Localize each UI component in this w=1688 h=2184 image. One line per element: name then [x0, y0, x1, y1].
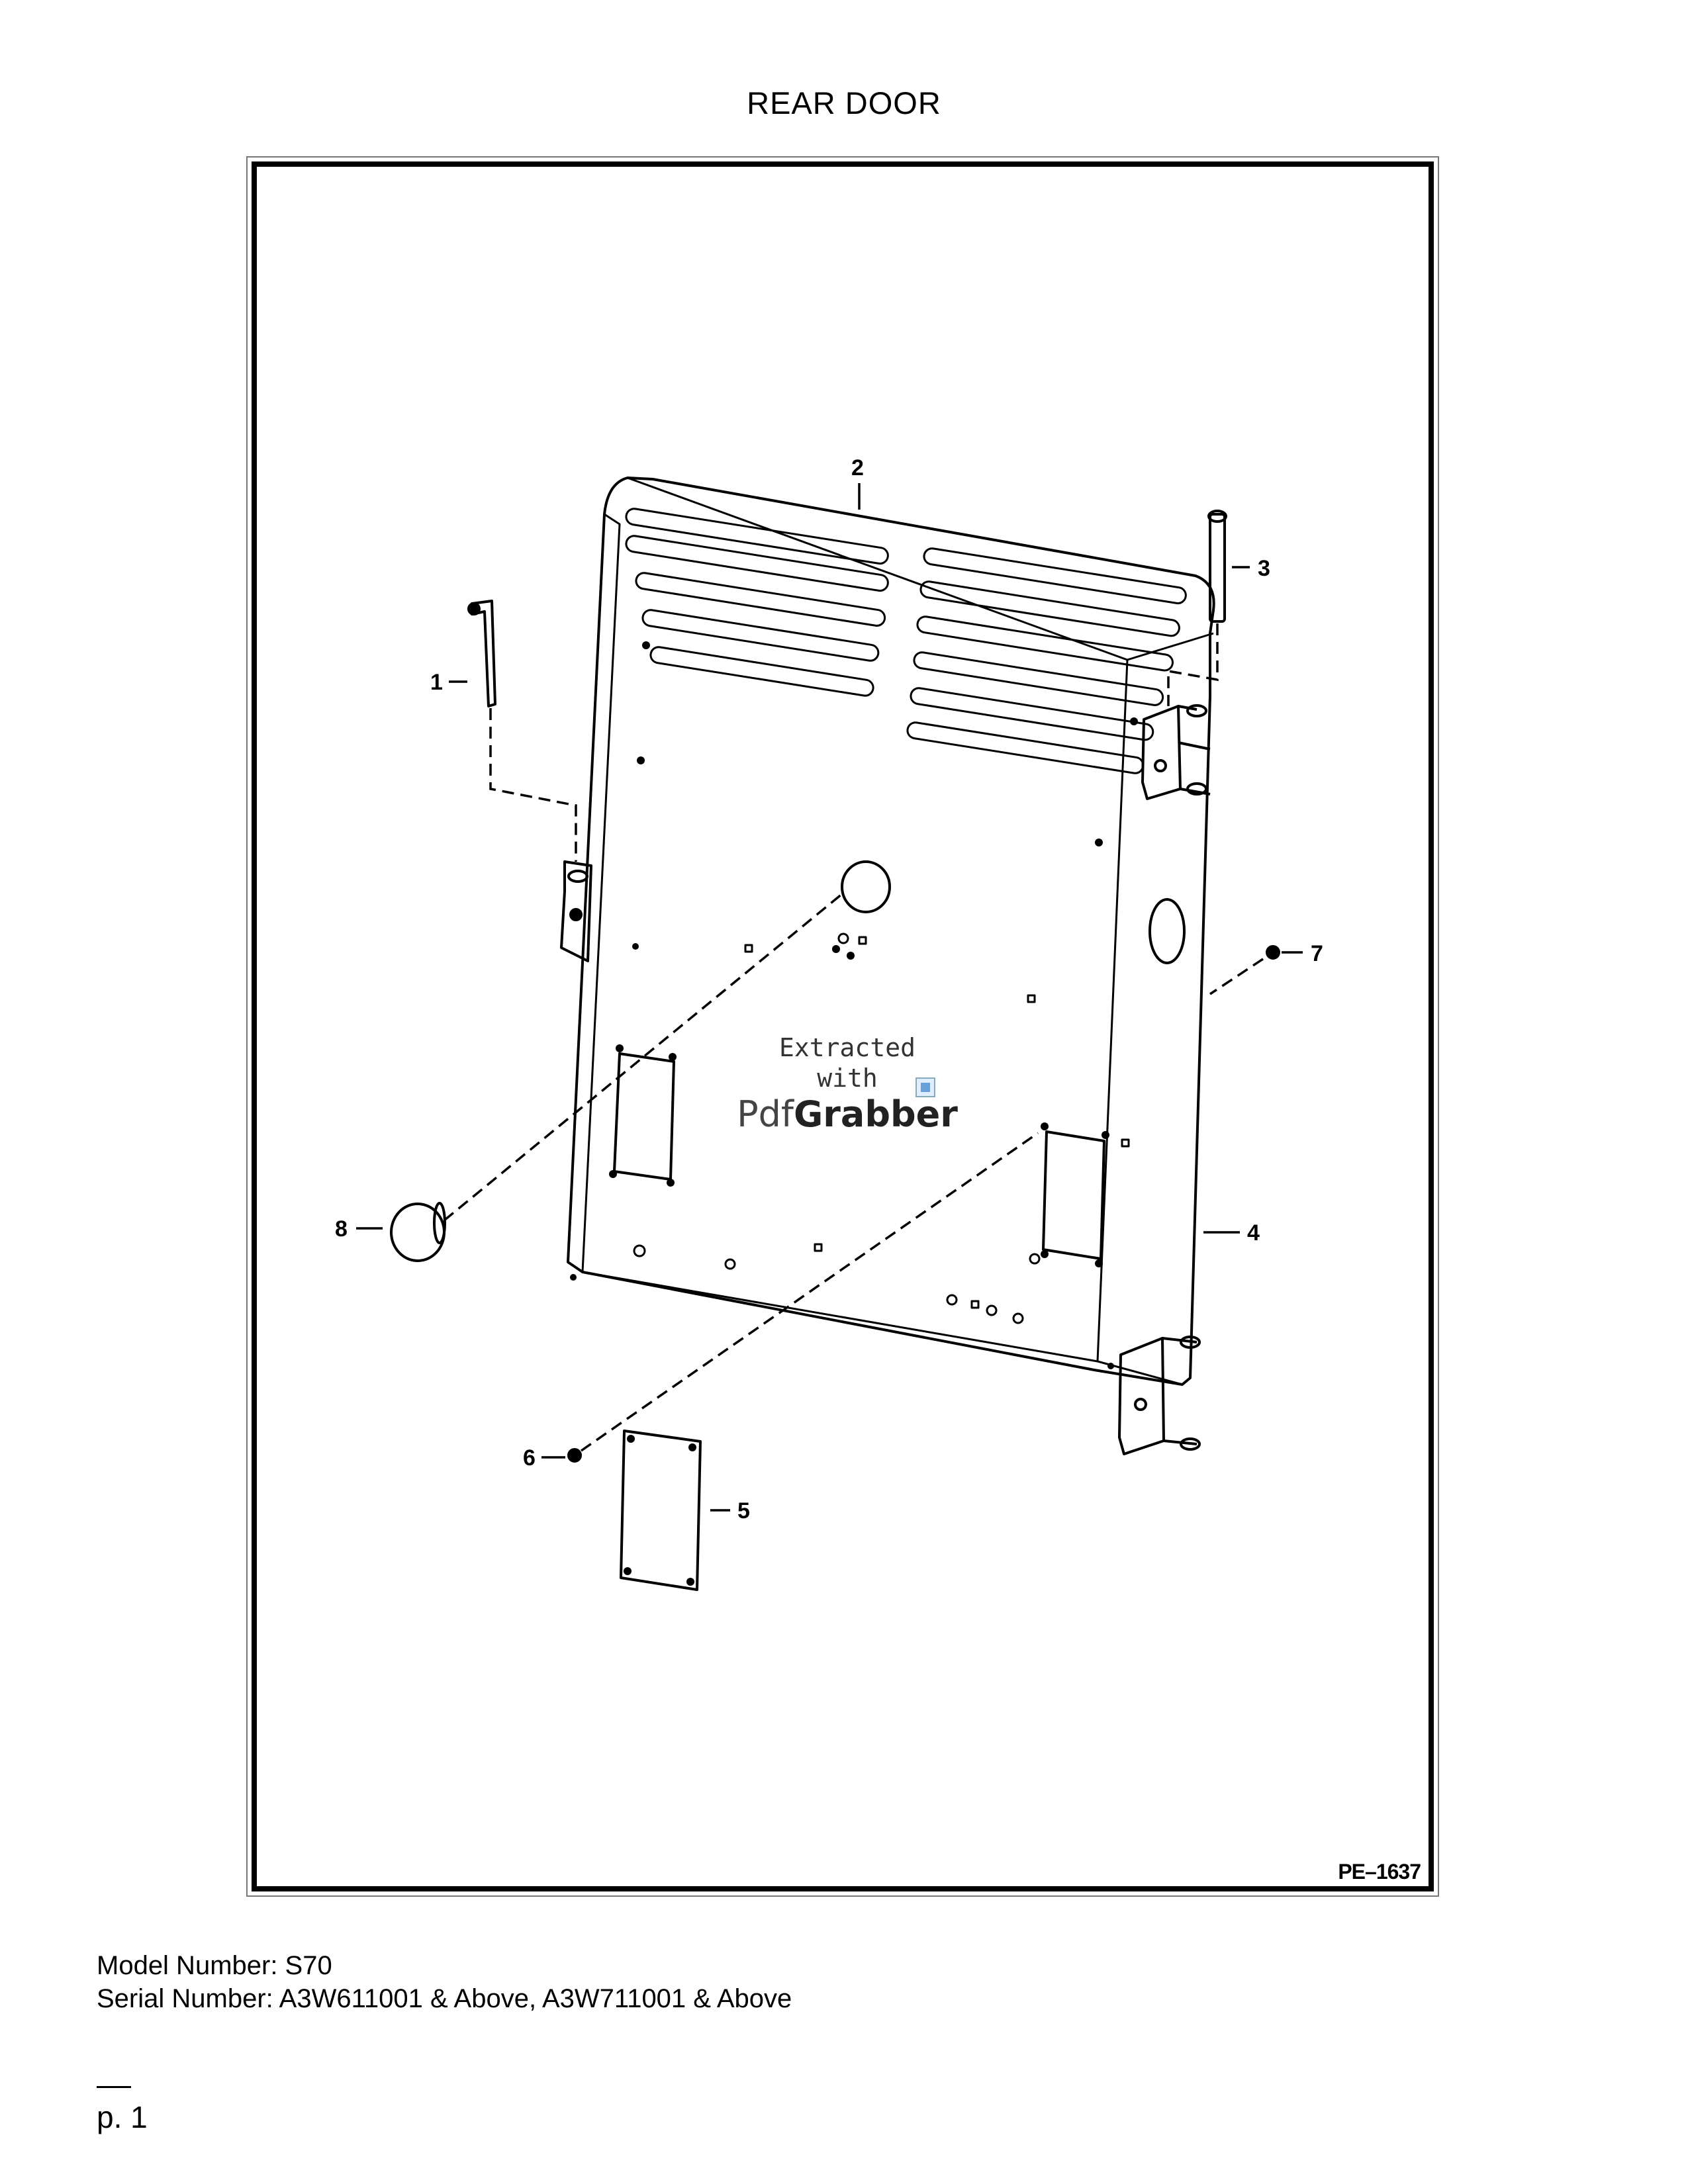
- page-number: p. 1: [97, 2100, 148, 2134]
- pdfgrabber-logo-icon: [915, 1077, 935, 1097]
- plug-8: [390, 1202, 446, 1262]
- figure-code: PE–1637: [1338, 1860, 1421, 1884]
- footer-info: Model Number: S70 Serial Number: A3W6110…: [97, 1949, 792, 2015]
- rear-door-panel: [567, 477, 1215, 1386]
- pin-3: [1207, 510, 1227, 623]
- watermark-line-1: Extracted: [779, 1033, 915, 1062]
- figure-frame: [252, 161, 1434, 1891]
- exploded-parts-diagram: 2 3 1 4 7 8 6 5: [257, 167, 1429, 1886]
- callout-4: 4: [1247, 1220, 1260, 1246]
- pdfgrabber-watermark: Extracted with PdfGrabber: [728, 1032, 966, 1136]
- callout-1: 1: [430, 670, 443, 695]
- watermark-brand-bold: Grabber: [793, 1093, 958, 1135]
- callout-8: 8: [335, 1216, 348, 1242]
- watermark-brand: PdfGrabber: [728, 1093, 966, 1136]
- watermark-brand-light: Pdf: [737, 1093, 794, 1135]
- fastener-7: [1266, 945, 1280, 960]
- nut-6: [567, 1448, 582, 1463]
- callout-2: 2: [851, 455, 864, 480]
- pin-1: [467, 600, 496, 707]
- callout-7: 7: [1311, 941, 1323, 966]
- callout-3: 3: [1258, 556, 1270, 581]
- right-upper-hinge: [1141, 704, 1211, 800]
- figure-frame-outer: [246, 156, 1439, 1897]
- model-number: Model Number: S70: [97, 1951, 332, 1980]
- access-cover-plate: [620, 1430, 702, 1591]
- watermark-line-2: with: [817, 1064, 878, 1093]
- left-hinge-bracket: [560, 860, 592, 962]
- serial-number: Serial Number: A3W611001 & Above, A3W711…: [97, 1984, 792, 2013]
- right-lower-hinge: [1118, 1336, 1201, 1455]
- callout-5: 5: [737, 1498, 750, 1524]
- callout-6: 6: [523, 1445, 536, 1471]
- page-rule: [97, 2086, 131, 2088]
- page-title: REAR DOOR: [747, 85, 941, 120]
